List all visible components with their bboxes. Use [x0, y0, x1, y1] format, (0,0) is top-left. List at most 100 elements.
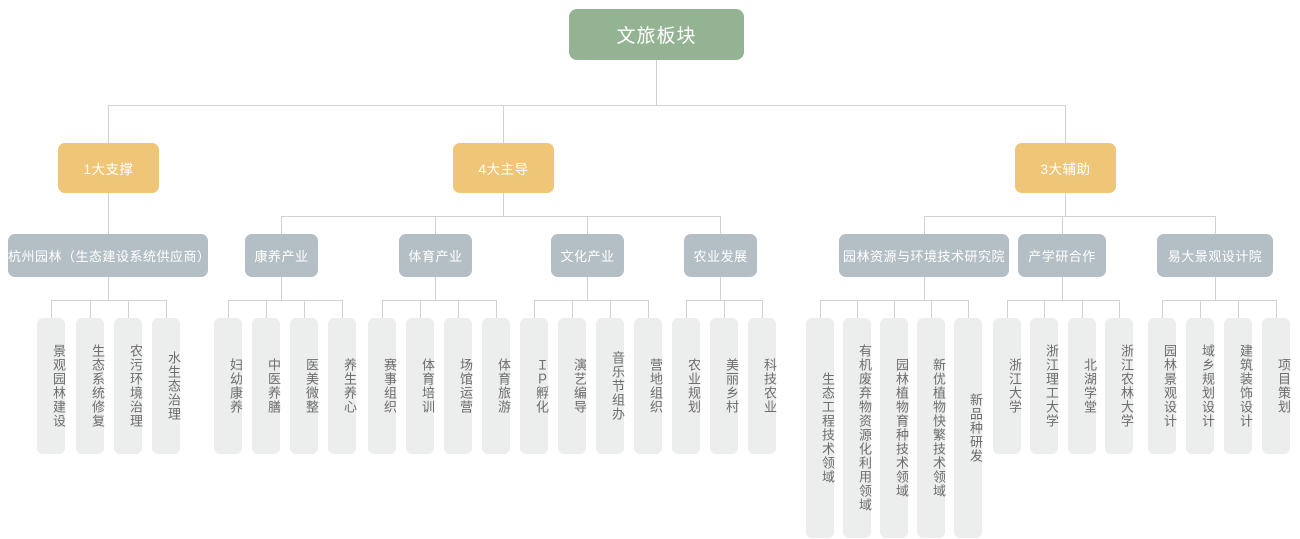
leaf-node[interactable]: 生态工程技术领域: [806, 318, 835, 538]
leaf-node[interactable]: 水生态治理: [152, 318, 181, 454]
connector-hz-drop-1: [51, 300, 52, 318]
connector-yjy-drop-4: [931, 300, 932, 318]
connector-ky-drop-1: [228, 300, 229, 318]
connector-cxy-bus: [1007, 300, 1119, 301]
leaf-node[interactable]: 体育培训: [406, 318, 435, 454]
node-level3-chanxueyan[interactable]: 产学研合作: [1018, 234, 1106, 277]
leaf-node[interactable]: 浙江农林大学: [1105, 318, 1134, 454]
connector-ky-drop-4: [342, 300, 343, 318]
leaf-node[interactable]: 妇幼康养: [214, 318, 243, 454]
node-level3-hangzhou-yuanlin[interactable]: 杭州园林（生态建设系统供应商）: [8, 234, 210, 277]
connector-g3-drop-3: [1215, 216, 1216, 234]
leaf-node[interactable]: 音乐节组办: [596, 318, 625, 454]
connector-yd-drop-1: [1162, 300, 1163, 318]
node-level2-1[interactable]: 1大支撑: [58, 143, 159, 193]
leaf-node[interactable]: 园林植物育种技术领域: [880, 318, 909, 538]
connector-ny-drop-3: [762, 300, 763, 318]
leaf-node[interactable]: 新优植物快繁技术领域: [917, 318, 946, 538]
connector-cxy-drop-2: [1044, 300, 1045, 318]
connector-cxy-drop-4: [1119, 300, 1120, 318]
leaf-node[interactable]: 农污环境治理: [114, 318, 143, 454]
connector-g2-drop-3: [587, 216, 588, 234]
connector-yd-drop-2: [1200, 300, 1201, 318]
connector-ny-drop-1: [686, 300, 687, 318]
connector-root-stem: [656, 60, 657, 105]
leaf-node[interactable]: 农业规划: [672, 318, 701, 454]
connector-yd-stem: [1215, 277, 1216, 300]
leaf-node[interactable]: 科技农业: [748, 318, 777, 454]
connector-ty-drop-3: [458, 300, 459, 318]
node-level3-kangyang[interactable]: 康养产业: [245, 234, 318, 277]
connector-g3-drop-2: [1062, 216, 1063, 234]
connector-level2-drop-1: [108, 105, 109, 143]
connector-wh-bus: [534, 300, 648, 301]
connector-level2-drop-3: [1065, 105, 1066, 143]
connector-hz-drop-2: [90, 300, 91, 318]
leaf-node[interactable]: 医美微整: [290, 318, 319, 454]
connector-ty-drop-4: [496, 300, 497, 318]
leaf-node[interactable]: 中医养膳: [252, 318, 281, 454]
leaf-node[interactable]: 项目策划: [1262, 318, 1291, 454]
connector-hz-bus: [51, 300, 166, 301]
connector-hz-drop-4: [166, 300, 167, 318]
connector-g3-bus: [924, 216, 1215, 217]
leaf-node[interactable]: 景观园林建设: [37, 318, 66, 454]
connector-g3-drop-1: [924, 216, 925, 234]
leaf-node[interactable]: 场馆运营: [444, 318, 473, 454]
node-level3-yida[interactable]: 易大景观设计院: [1157, 234, 1273, 277]
connector-yd-drop-4: [1276, 300, 1277, 318]
connector-yjy-drop-3: [894, 300, 895, 318]
leaf-node[interactable]: 美丽乡村: [710, 318, 739, 454]
connector-ty-stem: [435, 277, 436, 300]
node-level3-wenhua[interactable]: 文化产业: [551, 234, 624, 277]
connector-ny-stem: [720, 277, 721, 300]
node-level2-2[interactable]: 4大主导: [453, 143, 554, 193]
connector-g2-bus: [281, 216, 720, 217]
connector-level2-drop-2: [503, 105, 504, 143]
connector-hz-drop-3: [128, 300, 129, 318]
leaf-node[interactable]: 域乡规划设计: [1186, 318, 1215, 454]
connector-yjy-drop-1: [820, 300, 821, 318]
connector-yd-drop-3: [1238, 300, 1239, 318]
connector-yd-bus: [1162, 300, 1276, 301]
leaf-node[interactable]: 有机废弃物资源化利用领域: [843, 318, 872, 538]
connector-ty-drop-1: [382, 300, 383, 318]
leaf-node[interactable]: 赛事组织: [368, 318, 397, 454]
leaf-node[interactable]: Ｉｐ孵化: [520, 318, 549, 454]
connector-g2-drop-4: [720, 216, 721, 234]
connector-wh-drop-3: [610, 300, 611, 318]
connector-wh-stem: [587, 277, 588, 300]
connector-ky-stem: [281, 277, 282, 300]
connector-wh-drop-2: [572, 300, 573, 318]
connector-ny-drop-2: [724, 300, 725, 318]
leaf-node[interactable]: 浙江理工大学: [1030, 318, 1059, 454]
leaf-node[interactable]: 园林景观设计: [1148, 318, 1177, 454]
node-root[interactable]: 文旅板块: [569, 9, 744, 60]
node-level3-tiyu[interactable]: 体育产业: [399, 234, 472, 277]
connector-yjy-drop-2: [857, 300, 858, 318]
leaf-node[interactable]: 北湖学堂: [1068, 318, 1097, 454]
connector-hz-stem: [108, 277, 109, 300]
connector-ty-bus: [382, 300, 496, 301]
connector-wh-drop-1: [534, 300, 535, 318]
leaf-node[interactable]: 体育旅游: [482, 318, 511, 454]
connector-ky-drop-3: [304, 300, 305, 318]
node-level2-3[interactable]: 3大辅助: [1015, 143, 1116, 193]
node-level3-yanjiuyuan[interactable]: 园林资源与环境技术研究院: [839, 234, 1009, 277]
leaf-node[interactable]: 生态系统修复: [76, 318, 105, 454]
leaf-node[interactable]: 养生养心: [328, 318, 357, 454]
connector-ky-drop-2: [266, 300, 267, 318]
leaf-node[interactable]: 演艺编导: [558, 318, 587, 454]
connector-cxy-drop-1: [1007, 300, 1008, 318]
node-level3-nongye[interactable]: 农业发展: [684, 234, 757, 277]
connector-g2-stem: [503, 193, 504, 216]
leaf-node[interactable]: 营地组织: [634, 318, 663, 454]
connector-g2-drop-2: [435, 216, 436, 234]
leaf-node[interactable]: 新品种研发: [954, 318, 983, 538]
connector-g3-stem: [1065, 193, 1066, 216]
connector-yjy-drop-5: [968, 300, 969, 318]
leaf-node[interactable]: 浙江大学: [993, 318, 1022, 454]
leaf-node[interactable]: 建筑装饰设计: [1224, 318, 1253, 454]
connector-level2-bus: [108, 105, 1066, 106]
